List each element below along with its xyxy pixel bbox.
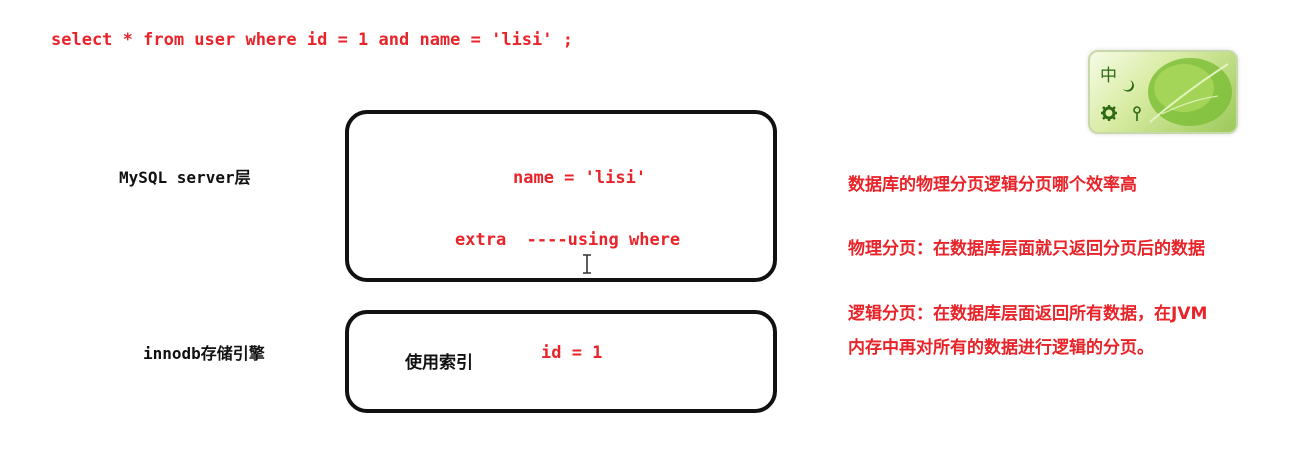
engine-layer-label: innodb存储引擎: [143, 344, 265, 363]
sql-query: select * from user where id = 1 and name…: [51, 30, 573, 50]
note-logical-line2: 内存中再对所有的数据进行逻辑的分页。: [848, 338, 1154, 358]
server-layer-label: MySQL server层: [119, 168, 251, 187]
engine-condition: id = 1: [541, 343, 603, 363]
ime-mode-indicator[interactable]: 中: [1100, 66, 1117, 86]
pin-icon[interactable]: [1132, 106, 1142, 122]
server-layer-box: [345, 110, 777, 282]
note-physical: 物理分页：在数据库层面就只返回分页后的数据: [848, 239, 1205, 259]
ime-status-widget[interactable]: 中: [1088, 50, 1238, 134]
engine-layer-box: [345, 310, 777, 413]
note-question: 数据库的物理分页逻辑分页哪个效率高: [848, 175, 1137, 195]
server-extra: extra ----using where: [455, 230, 681, 250]
engine-index-label: 使用索引: [405, 353, 473, 373]
server-condition: name = 'lisi': [513, 168, 647, 188]
note-logical-line1: 逻辑分页：在数据库层面返回所有数据，在JVM: [848, 304, 1208, 324]
leaf-logo-icon: [1148, 58, 1232, 126]
gear-icon[interactable]: [1100, 104, 1118, 122]
moon-icon[interactable]: [1120, 78, 1136, 94]
text-cursor-icon: [583, 254, 591, 274]
